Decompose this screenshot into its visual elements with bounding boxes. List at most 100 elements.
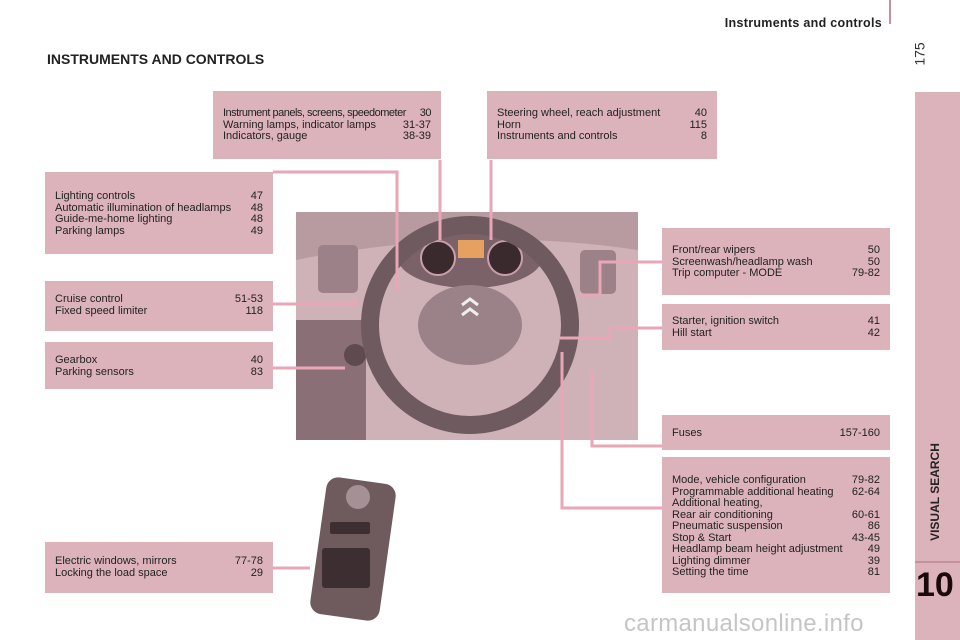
window-switch-panel [310, 477, 396, 621]
entry-page: 40 [694, 107, 707, 119]
index-entry: Programmable additional heating 62-64 [672, 485, 880, 499]
index-entry: Additional heating, [672, 497, 880, 510]
box-mode: Mode, vehicle configuration 79-82 Program… [662, 457, 890, 593]
entry-page: 118 [245, 304, 263, 317]
entry-page: 48 [250, 201, 263, 214]
brand-logo [461, 297, 479, 317]
entry-label: Starter, ignition switch [672, 315, 779, 327]
entry-page: 42 [867, 326, 880, 339]
index-entry: Fixed speed limiter 118 [55, 304, 263, 318]
entry-label: Indicators, gauge [223, 130, 308, 142]
entry-page: 48 [250, 213, 263, 225]
entry-label: Gearbox [55, 354, 98, 366]
entry-label: Stop & Start [672, 531, 732, 544]
entry-page: 49 [250, 224, 263, 237]
index-entry: Hill start 42 [672, 326, 880, 340]
box-gearbox: Gearbox 40 Parking sensors 83 [45, 342, 273, 389]
index-entry: Cruise control 51-53 [55, 293, 263, 306]
section-header: Instruments and controls [724, 16, 882, 30]
entry-label: Hill start [672, 326, 712, 339]
chapter-number: 10 [916, 566, 954, 604]
entry-label: Parking lamps [55, 224, 125, 237]
index-entry: Mode, vehicle configuration 79-82 [672, 474, 880, 487]
gear-knob [344, 344, 366, 366]
entry-label: Headlamp beam height adjustment [672, 543, 843, 555]
entry-label: Cruise control [55, 293, 123, 305]
entry-label: Fixed speed limiter [55, 304, 148, 317]
entry-page: 29 [250, 566, 263, 579]
entry-page: 60-61 [851, 508, 880, 521]
entry-page: 8 [700, 130, 707, 142]
entry-page: 31-37 [402, 118, 431, 131]
entry-label: Guide-me-home lighting [55, 213, 173, 225]
entry-label: Parking sensors [55, 365, 134, 378]
steering-wheel [361, 216, 579, 434]
entry-page: 81 [867, 566, 880, 578]
entry-label: Setting the time [672, 566, 749, 578]
entry-page: 79-82 [851, 474, 880, 486]
index-entry: Trip computer - MODE 79-82 [672, 267, 880, 280]
index-entry: Front/rear wipers 50 [672, 244, 880, 257]
entry-page: 157-160 [839, 427, 880, 439]
entry-label: Instrument panels, screens, speedometer [223, 107, 406, 119]
entry-page: 79-82 [851, 267, 880, 279]
entry-label: Mode, vehicle configuration [672, 474, 806, 486]
entry-label: Rear air conditioning [672, 508, 773, 521]
entry-label: Front/rear wipers [672, 244, 756, 256]
box-wipers: Front/rear wipers 50 Screenwash/headlamp … [662, 228, 890, 295]
index-entry: Instruments and controls 8 [497, 130, 707, 143]
entry-label: Fuses [672, 427, 702, 439]
entry-page: 51-53 [234, 293, 263, 305]
entry-label: Instruments and controls [497, 130, 618, 142]
index-entry: Indicators, gauge 38-39 [223, 130, 431, 143]
entry-page: 40 [250, 354, 263, 366]
entry-page: 39 [867, 554, 880, 567]
index-entry: Rear air conditioning 60-61 [672, 508, 880, 522]
index-entry: Stop & Start 43-45 [672, 531, 880, 545]
index-entry: Screenwash/headlamp wash 50 [672, 255, 880, 269]
entry-page: 50 [867, 244, 880, 256]
entry-label: Warning lamps, indicator lamps [223, 118, 377, 131]
entry-page: 86 [867, 520, 880, 532]
entry-label: Programmable additional heating [672, 485, 834, 498]
index-entry: Parking lamps 49 [55, 224, 263, 238]
entry-label: Locking the load space [55, 566, 168, 579]
watermark: carmanualsonline.info [624, 610, 864, 637]
index-entry: Guide-me-home lighting 48 [55, 213, 263, 226]
index-entry: Locking the load space 29 [55, 566, 263, 580]
entry-label: Lighting controls [55, 190, 136, 202]
entry-label: Automatic illumination of headlamps [55, 201, 232, 214]
connector-lines [273, 160, 662, 570]
entry-page: 43-45 [851, 531, 880, 544]
entry-label: Additional heating, [672, 497, 763, 509]
entry-page: 30 [419, 107, 432, 119]
entry-page: 38-39 [402, 130, 431, 142]
index-entry: Warning lamps, indicator lamps 31-37 [223, 118, 431, 132]
entry-page: 50 [867, 255, 880, 268]
entry-label: Electric windows, mirrors [55, 555, 177, 567]
entry-label: Trip computer - MODE [672, 267, 783, 279]
entry-page: 83 [250, 365, 263, 378]
index-entry: Setting the time 81 [672, 566, 880, 579]
chapter-divider [915, 561, 960, 563]
page-title: INSTRUMENTS AND CONTROLS [47, 51, 265, 67]
entry-page: 115 [689, 118, 707, 131]
entry-page: 62-64 [851, 485, 880, 498]
entry-label: Screenwash/headlamp wash [672, 255, 813, 268]
index-entry: Instrument panels, screens, speedometer 3… [223, 107, 432, 120]
air-vent-right [580, 250, 616, 294]
entry-page: 49 [867, 543, 880, 555]
